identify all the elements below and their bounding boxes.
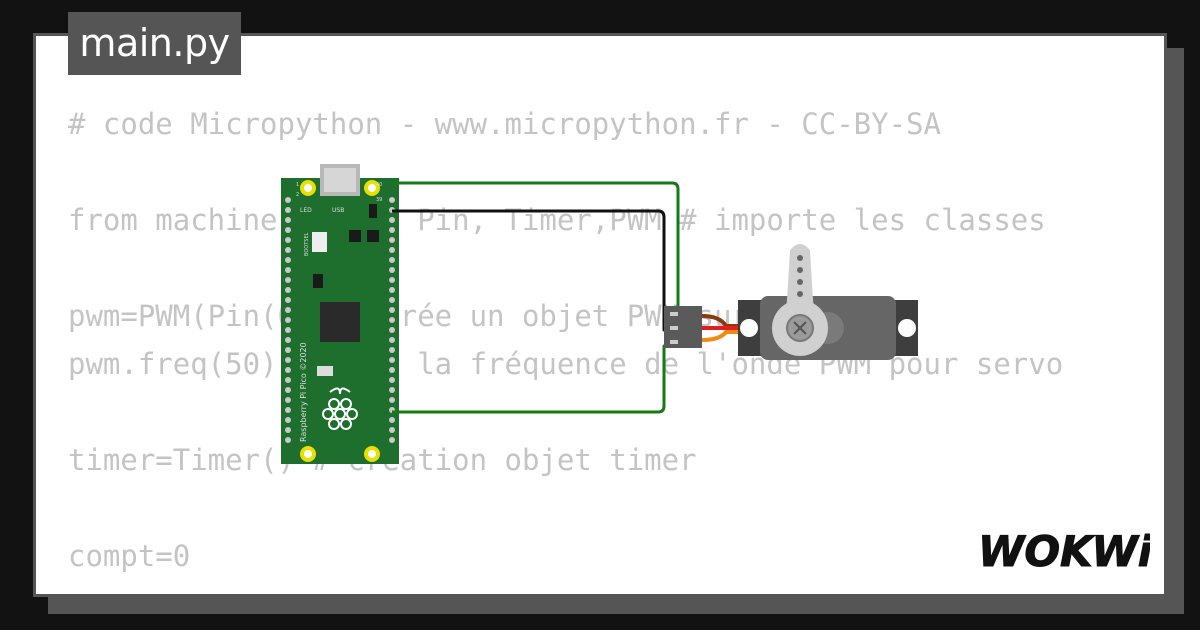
- pin-2-label: 2: [296, 192, 299, 198]
- servo-motor[interactable]: [664, 244, 918, 360]
- wire-signal: [392, 209, 686, 332]
- rp2040-chip: [320, 302, 360, 342]
- servo-connector: [664, 306, 702, 348]
- mounting-holes: [300, 180, 380, 462]
- code-line-6: pwm.freq(50) # fixe la fréquence de l'on…: [68, 347, 1064, 381]
- code-editor: # code Micropython - www.micropython.fr …: [68, 100, 1132, 590]
- screw-icon: [793, 321, 807, 335]
- code-line-10: compt=0: [68, 539, 191, 573]
- board-name: Raspberry Pi Pico ©2020: [299, 342, 308, 442]
- wires[interactable]: [392, 181, 686, 414]
- wokwi-logo: WOKWi: [978, 527, 1150, 577]
- pico-board[interactable]: USB LED 39 1 40 2 BOOTSEL Raspberry Pi P…: [281, 164, 399, 464]
- code-line-1: # code Micropython - www.micropython.fr …: [68, 107, 941, 141]
- wire-power: [392, 181, 686, 316]
- led-label: LED: [300, 207, 312, 214]
- code-line-8: timer=Timer() # création objet timer: [68, 443, 697, 477]
- pin-1-label: 1: [296, 182, 299, 188]
- wire-ground: [392, 344, 686, 414]
- code-card: [33, 33, 1167, 597]
- pin-39-label: 39: [376, 197, 382, 203]
- usb-label: USB: [332, 207, 344, 214]
- bootsel-label: BOOTSEL: [304, 232, 310, 256]
- wokwi-logo-text: WOKWi: [978, 527, 1150, 576]
- file-tab[interactable]: main.py: [68, 12, 241, 75]
- raspberry-logo-icon: [322, 387, 358, 430]
- bootsel-button[interactable]: [312, 232, 327, 252]
- pin-40-label: 40: [376, 182, 382, 188]
